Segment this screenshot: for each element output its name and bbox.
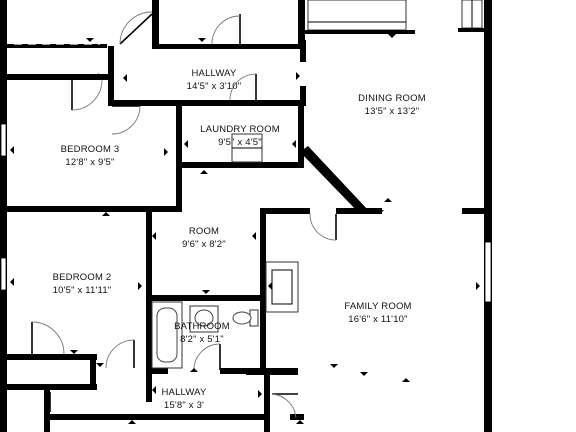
room-name-bathroom: BATHROOM (174, 321, 230, 332)
room-dims-family-room: 16'6" x 11'10" (348, 314, 407, 325)
room-name-room: ROOM (189, 226, 219, 237)
room-labels: HALLWAY 14'5" x 3'10" DINING ROOM 13'5" … (53, 68, 426, 411)
markers (10, 34, 480, 424)
room-name-laundry-room: LAUNDRY ROOM (200, 124, 280, 135)
room-name-hallway-top: HALLWAY (191, 68, 237, 79)
fixtures (14, 43, 299, 369)
room-dims-bedroom-2: 10'5" x 11'11" (53, 285, 112, 296)
room-name-hallway-bottom: HALLWAY (161, 387, 207, 398)
windows (0, 0, 492, 303)
room-dims-dining-room: 13'5" x 13'2" (365, 106, 420, 117)
room-name-dining-room: DINING ROOM (358, 93, 426, 104)
room-name-family-room: FAMILY ROOM (344, 301, 411, 312)
room-dims-hallway-top: 14'5" x 3'10" (187, 81, 242, 92)
room-dims-bedroom-3: 12'8" x 9'5" (65, 157, 114, 168)
room-dims-bathroom: 8'2" x 5'1" (180, 334, 224, 345)
walls (0, 0, 492, 432)
room-name-bedroom-2: BEDROOM 2 (53, 272, 112, 283)
room-name-bedroom-3: BEDROOM 3 (61, 144, 120, 155)
doors (31, 11, 337, 419)
room-dims-hallway-bottom: 15'8" x 3' (164, 400, 204, 411)
room-dims-laundry-room: 9'5" x 4'5" (218, 137, 262, 148)
room-dims-room: 9'6" x 8'2" (182, 239, 226, 250)
